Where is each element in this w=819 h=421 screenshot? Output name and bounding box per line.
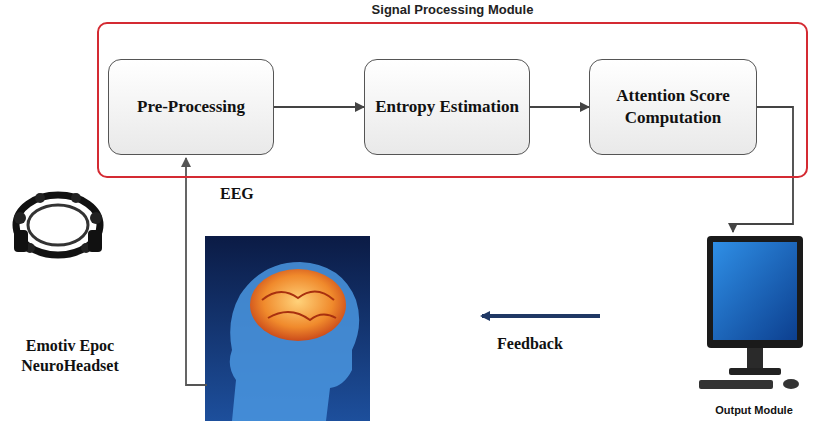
process-box: Attention Score Computation [589,59,757,155]
module-title: Signal Processing Module [99,2,806,17]
feedback-arrow [482,314,600,318]
process-label: Entropy Estimation [375,96,519,118]
device-label: Emotiv Epoc NeuroHeadset [6,336,134,376]
process-label: Pre-Processing [137,96,245,118]
eeg-signal-line [186,158,207,385]
signal-label: EEG [220,184,254,204]
headset-picture [14,193,102,255]
module-region: Signal Processing ModulePre-ProcessingEn… [97,22,808,178]
monitor-picture [695,232,813,398]
output-caption: Output Module [695,404,813,416]
flow-arrow [530,106,589,108]
process-box: Pre-Processing [108,59,274,155]
process-label: Attention Score Computation [596,85,750,129]
output-monitor: Output Module [695,232,813,418]
process-box: Entropy Estimation [364,59,530,155]
head-picture [205,236,370,421]
flow-arrow [274,106,364,108]
feedback-label: Feedback [497,334,563,354]
